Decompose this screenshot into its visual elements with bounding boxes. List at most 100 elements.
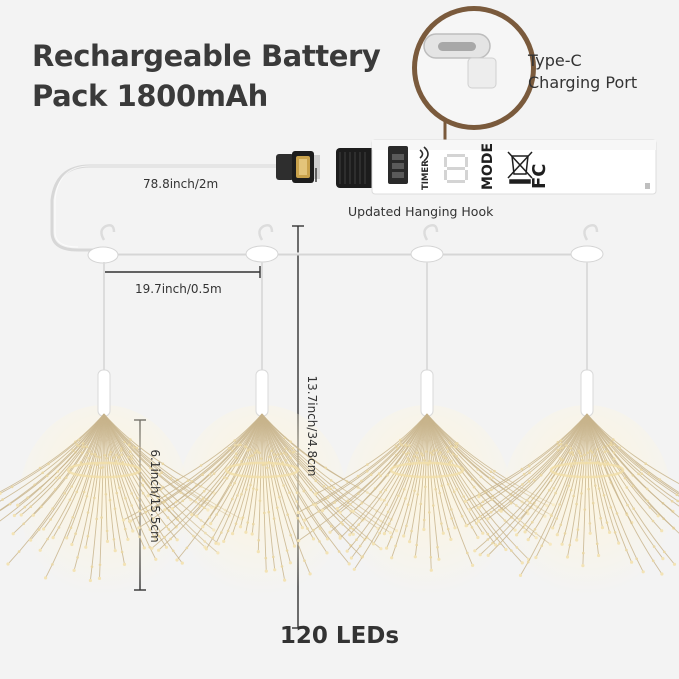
led-bead — [120, 453, 123, 457]
led-bead — [234, 452, 238, 456]
led-strand — [297, 413, 428, 513]
led-tip — [244, 530, 248, 534]
led-strand — [409, 413, 428, 542]
led-bead — [115, 459, 118, 463]
led-bead — [286, 513, 290, 516]
led-bead — [138, 535, 141, 539]
led-tip — [283, 578, 287, 582]
led-bead — [288, 491, 291, 495]
led-strand — [39, 413, 105, 551]
led-bead — [327, 486, 330, 489]
led-bead — [234, 522, 238, 525]
led-strand — [261, 413, 267, 572]
led-tip — [335, 507, 339, 511]
led-tip — [608, 530, 612, 535]
led-bead — [385, 503, 388, 507]
led-bead — [525, 498, 529, 502]
led-bead — [130, 492, 133, 495]
led-strand — [426, 413, 484, 534]
led-bead — [259, 457, 263, 460]
led-bead — [211, 536, 215, 539]
led-bead — [625, 548, 628, 552]
led-bead — [77, 444, 80, 448]
led-bead — [568, 451, 572, 455]
led-bead — [112, 456, 115, 459]
led-strand — [426, 413, 479, 538]
led-bead — [424, 485, 427, 489]
led-bead — [141, 483, 144, 487]
led-tip — [121, 518, 126, 522]
led-bead — [208, 473, 212, 476]
led-bead — [548, 488, 551, 492]
led-bead — [138, 509, 141, 513]
led-bead — [68, 498, 72, 502]
led-bead — [113, 507, 117, 511]
led-strand — [85, 413, 105, 548]
led-strand — [465, 413, 588, 502]
led-bead — [422, 518, 426, 522]
led-tip — [390, 556, 394, 560]
led-strand — [315, 413, 428, 495]
led-bead — [651, 559, 655, 563]
led-strand — [215, 413, 263, 544]
led-tip — [150, 546, 154, 550]
led-bead — [8, 502, 12, 506]
led-strand — [346, 413, 428, 552]
hanging-hook — [570, 224, 604, 263]
led-bead — [258, 499, 262, 503]
led-bead — [253, 451, 257, 455]
led-strand — [261, 413, 311, 575]
led-bead — [284, 459, 288, 462]
led-bead — [444, 456, 448, 460]
led-tip — [256, 550, 260, 554]
led-tip — [476, 535, 480, 540]
led-strand — [586, 413, 664, 559]
led-strand — [423, 413, 428, 530]
led-bead — [640, 468, 643, 471]
led-bead — [640, 472, 644, 476]
led-tip — [449, 537, 453, 542]
led-bead — [419, 502, 423, 506]
led-strand — [586, 413, 644, 573]
led-bead — [252, 522, 255, 526]
led-strand — [261, 413, 363, 558]
led-bead — [202, 489, 206, 493]
led-bead — [225, 477, 229, 480]
hanging-hook-label: Updated Hanging Hook — [348, 204, 494, 219]
led-bead — [486, 538, 490, 541]
led-bead — [378, 531, 382, 535]
led-bead — [676, 499, 679, 503]
led-tip — [555, 533, 559, 537]
led-bead — [306, 527, 309, 530]
led-bead — [402, 488, 406, 491]
led-bead — [550, 514, 553, 517]
led-bead — [54, 476, 58, 480]
led-bead — [296, 516, 300, 520]
seven-segment-display — [444, 154, 468, 183]
led-tip — [660, 572, 664, 576]
led-bead — [569, 446, 573, 450]
led-strand — [426, 413, 432, 571]
led-bead — [398, 442, 402, 445]
led-strand — [329, 413, 428, 533]
led-bead — [434, 487, 438, 491]
led-tip — [477, 495, 481, 499]
led-strand — [103, 413, 183, 564]
led-bead — [356, 474, 360, 478]
led-strand — [586, 413, 663, 575]
led-bead — [539, 473, 543, 477]
led-bead — [478, 492, 481, 496]
led-tip — [352, 567, 356, 571]
led-bead — [549, 479, 553, 482]
charging-port-label: Type-C Charging Port — [528, 50, 637, 94]
led-bead — [158, 473, 161, 476]
led-bead — [23, 505, 27, 509]
led-bead — [70, 485, 73, 488]
led-bead — [130, 504, 133, 507]
led-bead — [390, 535, 393, 539]
led-tip — [137, 526, 141, 530]
led-strand — [586, 413, 663, 531]
led-strand — [352, 413, 428, 512]
led-bead — [341, 523, 345, 526]
led-bead — [90, 452, 94, 456]
